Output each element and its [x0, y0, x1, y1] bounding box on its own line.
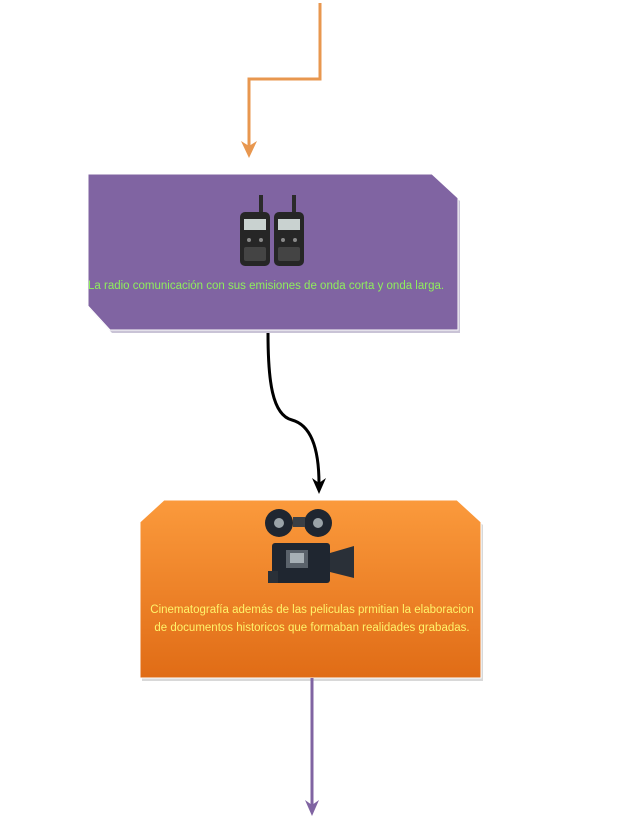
cinema-caption: Cinematografía además de las peliculas p…: [142, 601, 482, 637]
cinema-caption-line-2: de documentos historicos que formaban re…: [154, 622, 470, 634]
radio-caption-text: La radio comunicación con sus emisiones …: [88, 280, 445, 292]
film-camera-icon: [265, 509, 354, 583]
middle-connector-arrow: [266, 332, 326, 494]
cinema-caption-line-1: Cinematografía además de las peliculas p…: [150, 604, 474, 616]
bottom-connector-arrow: [305, 678, 319, 816]
radio-caption: La radio comunicación con sus emisiones …: [88, 277, 458, 295]
top-connector-arrow: [241, 3, 322, 158]
cinema-node: [139, 499, 483, 681]
walkie-talkie-icon: [240, 195, 304, 266]
